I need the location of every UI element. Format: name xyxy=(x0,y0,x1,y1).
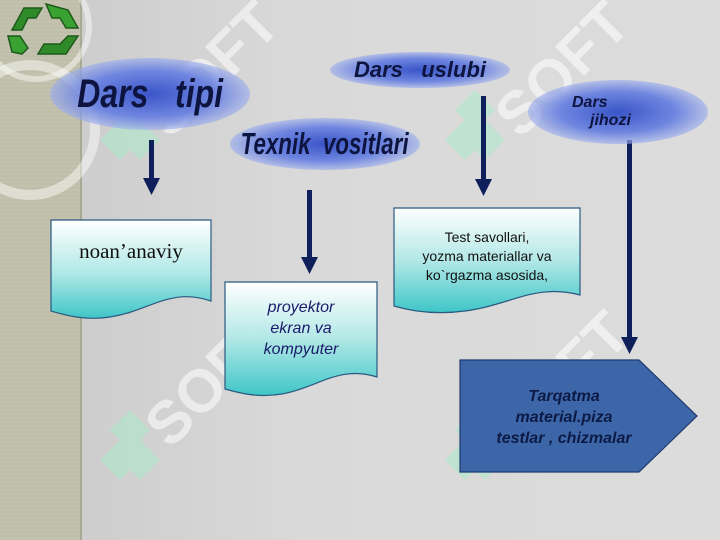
box-proyektor-line1: proyektor xyxy=(267,299,335,316)
recycle-icon xyxy=(7,2,80,55)
heading-dars-uslubi-text: Dars uslubi xyxy=(353,57,487,82)
heading-dars-tipi-text: Dars tipi xyxy=(77,71,223,116)
box-test-line2: yozma materiallar va xyxy=(422,248,552,264)
box-noananaviy: noan’anaviy xyxy=(50,219,212,319)
heading-texnik-vositalari: Texnik vositlari xyxy=(230,118,420,170)
box-test: Test savollari, yozma materiallar va ko`… xyxy=(393,207,581,315)
arrow-dars-uslubi xyxy=(475,96,492,196)
box-proyektor: proyektor ekran va kompyuter xyxy=(224,281,378,397)
pentagon-line2: material.piza xyxy=(515,409,613,426)
box-proyektor-text: proyektor ekran va kompyuter xyxy=(224,297,378,360)
box-proyektor-line3: kompyuter xyxy=(263,341,339,358)
box-proyektor-line2: ekran va xyxy=(270,320,332,337)
box-test-line1: Test savollari, xyxy=(444,229,530,245)
heading-dars-tipi: Dars tipi xyxy=(50,58,250,130)
pentagon-line3: testlar , chizmalar xyxy=(496,430,632,447)
pentagon-line1: Tarqatma xyxy=(528,388,600,405)
heading-dars-jihozi: Dars jihozi xyxy=(528,80,708,144)
box-test-text: Test savollari, yozma materiallar va ko`… xyxy=(393,228,581,285)
heading-dars-jihozi-line1: Dars xyxy=(572,94,608,111)
arrow-dars-jihozi xyxy=(621,140,638,354)
heading-dars-uslubi: Dars uslubi xyxy=(330,52,510,88)
box-test-line3: ko`rgazma asosida, xyxy=(425,267,549,283)
arrow-dars-tipi xyxy=(143,140,160,195)
decorative-circle xyxy=(0,0,92,82)
arrow-texnik-vositalari xyxy=(301,190,318,274)
pentagon-tarqatma-text: Tarqatma material.piza testlar , chizmal… xyxy=(459,386,669,449)
heading-texnik-vositalari-text: Texnik vositlari xyxy=(241,126,409,161)
pentagon-tarqatma: Tarqatma material.piza testlar , chizmal… xyxy=(459,359,699,473)
heading-dars-jihozi-line2: jihozi xyxy=(590,112,631,129)
box-noananaviy-text: noan’anaviy xyxy=(79,239,183,263)
